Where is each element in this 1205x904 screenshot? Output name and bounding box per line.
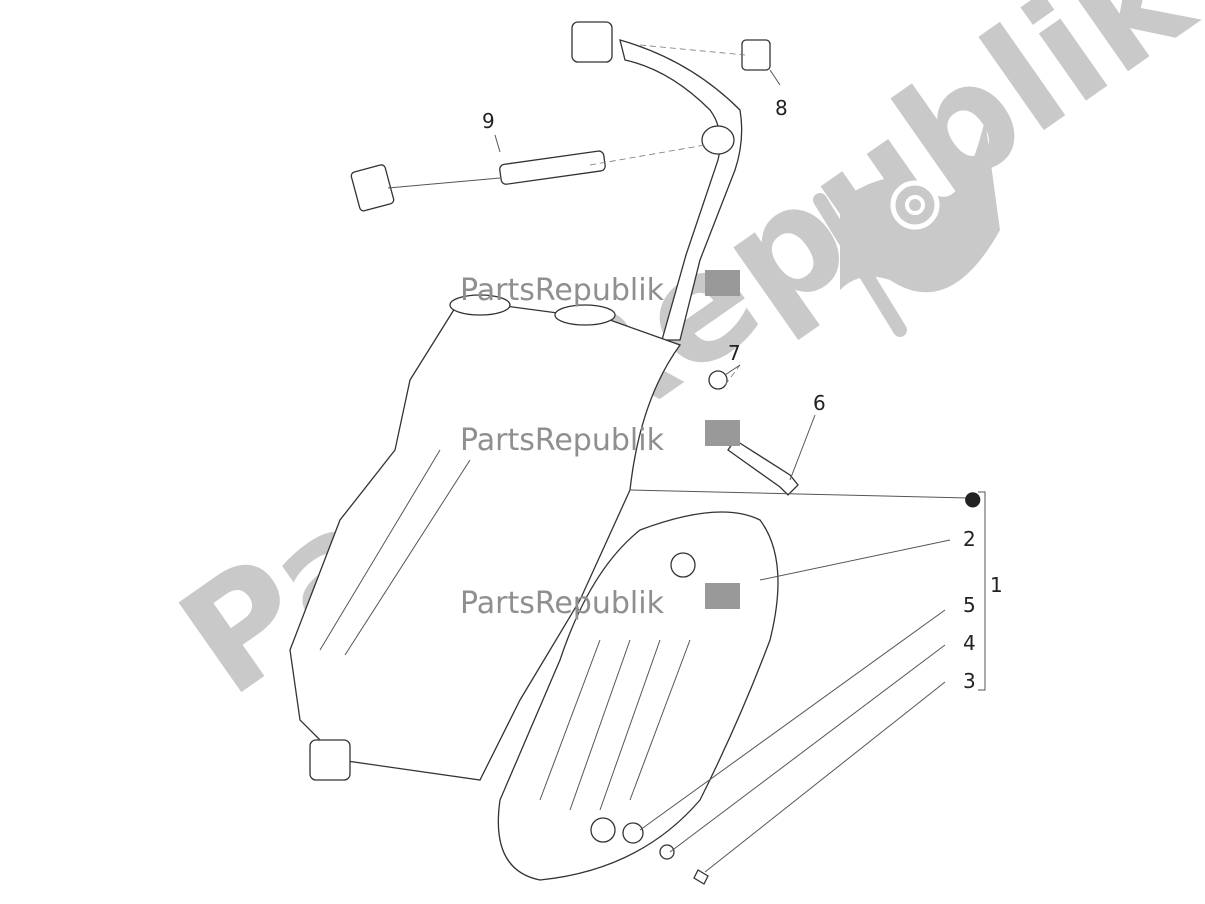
bolt-6 bbox=[727, 439, 799, 496]
leader-lines bbox=[494, 44, 986, 873]
callout-9: 9 bbox=[482, 109, 495, 133]
lambda-sensor bbox=[350, 150, 606, 212]
callout-4: 4 bbox=[963, 631, 976, 655]
callout-3: 3 bbox=[963, 669, 976, 693]
washer-4 bbox=[659, 844, 675, 860]
callout-5: 5 bbox=[963, 593, 976, 617]
callout-1: 1 bbox=[990, 573, 1003, 597]
svg-text:PartsRepublik: PartsRepublik bbox=[460, 423, 665, 458]
watermark-small: PartsRepublik PartsRepublik PartsRepubli… bbox=[460, 270, 740, 621]
exhaust-pipe bbox=[571, 21, 743, 341]
watermark-flag-gear-icon bbox=[813, 120, 1000, 337]
sleeve-8 bbox=[741, 39, 771, 71]
group-marker: ● bbox=[964, 486, 981, 510]
callout-6: 6 bbox=[813, 391, 826, 415]
callout-7: 7 bbox=[728, 341, 741, 365]
svg-text:PartsRepublik: PartsRepublik bbox=[460, 273, 665, 308]
washer-7 bbox=[708, 370, 728, 390]
callout-2: 2 bbox=[963, 527, 976, 551]
svg-text:PartsRepublik: PartsRepublik bbox=[460, 586, 665, 621]
muffler bbox=[289, 294, 682, 781]
screw-3 bbox=[693, 869, 709, 885]
grommet-5 bbox=[622, 822, 644, 844]
callout-8: 8 bbox=[775, 96, 788, 120]
